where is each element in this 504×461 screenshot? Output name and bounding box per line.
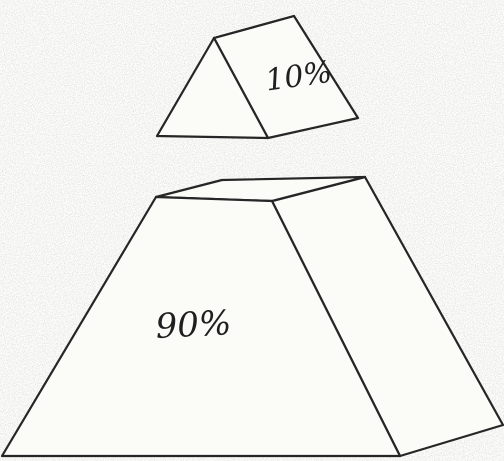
bottom-segment-label: 90% (155, 303, 233, 347)
